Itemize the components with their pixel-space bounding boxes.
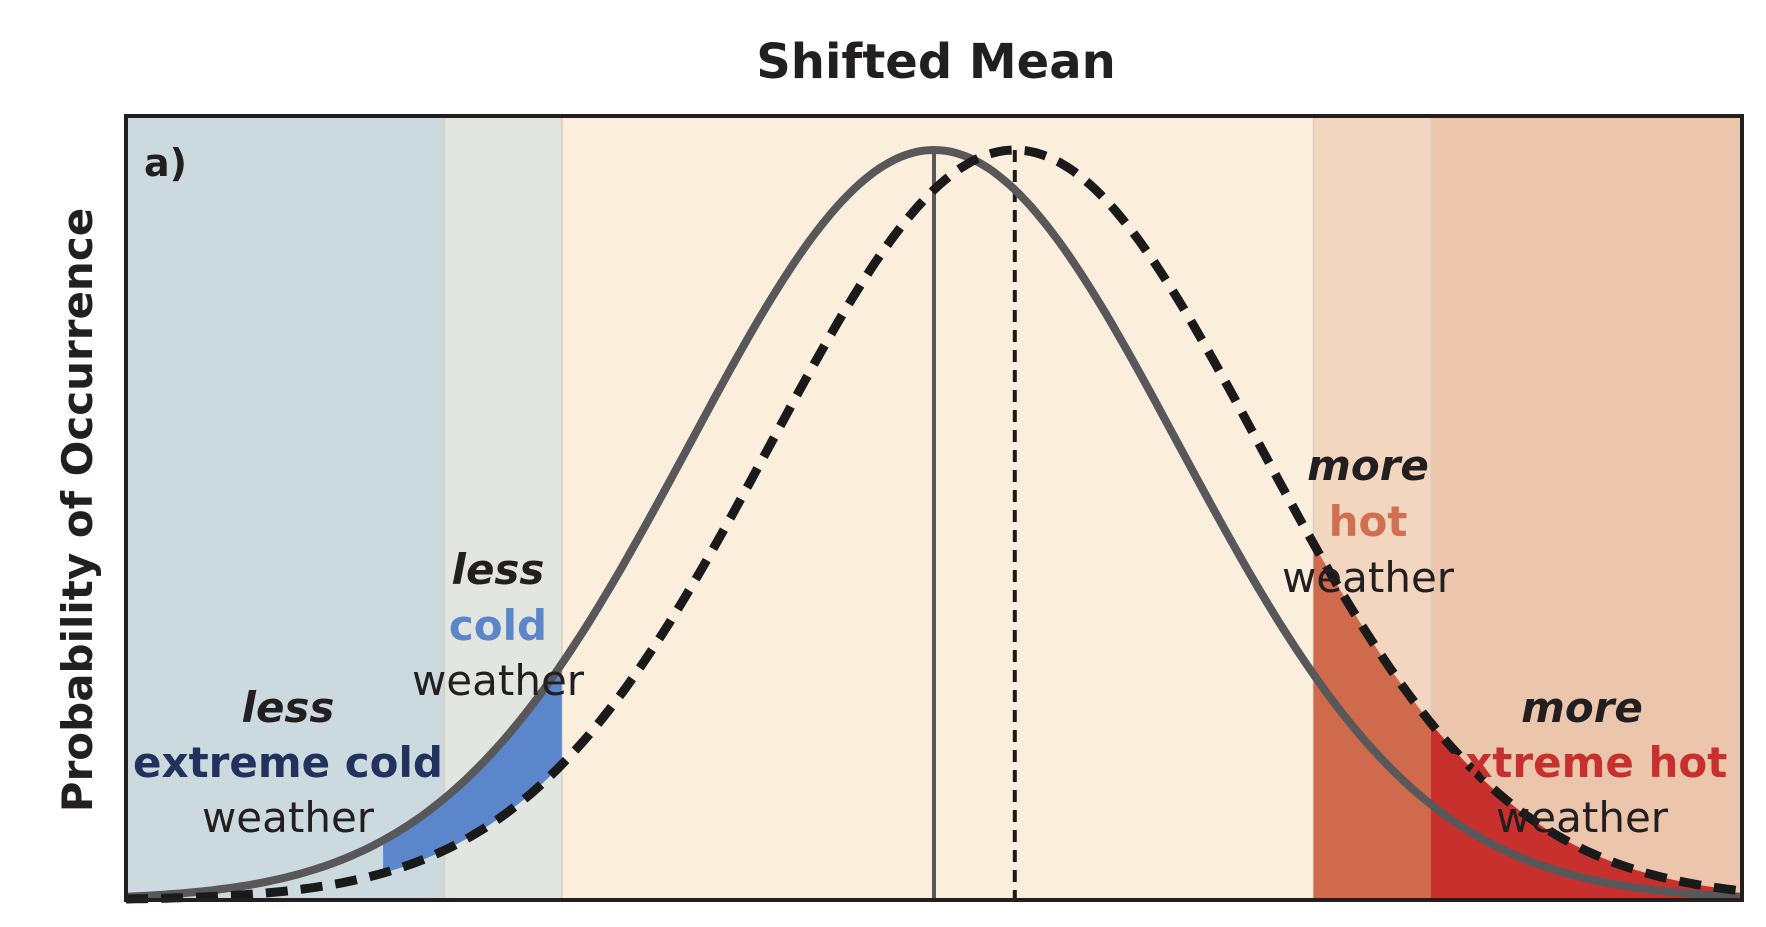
zone-extreme-cold xyxy=(126,116,445,900)
fill-hot-under-curve xyxy=(1313,674,1431,900)
label-extreme-cold-qualifier: less xyxy=(242,683,335,732)
label-less-extreme-cold: less extreme cold weather xyxy=(133,683,443,842)
panel-label: a) xyxy=(144,141,187,185)
label-more-hot: more hot weather xyxy=(1282,441,1455,602)
label-extreme-cold-noun: weather xyxy=(202,793,375,842)
label-cold-noun: weather xyxy=(412,656,585,705)
label-extreme-hot-category: extreme hot xyxy=(1437,738,1728,787)
mean-lines xyxy=(932,150,1017,900)
zone-neutral xyxy=(561,116,1314,900)
label-cold-qualifier: less xyxy=(452,545,545,594)
y-axis-label: Probability of Occurrence xyxy=(53,208,102,812)
label-cold-category: cold xyxy=(449,601,547,650)
plot-frame xyxy=(124,114,1744,902)
label-less-cold: less cold weather xyxy=(412,545,585,705)
label-hot-noun: weather xyxy=(1282,553,1455,602)
fill-extreme-hot-under-curve xyxy=(1431,804,1718,900)
temperature-zones xyxy=(126,116,1742,900)
label-hot-qualifier: more xyxy=(1307,441,1429,490)
curve-shifted xyxy=(125,145,1743,904)
label-extreme-hot-noun: weather xyxy=(1496,793,1669,842)
fill-extreme-hot-tail xyxy=(1431,723,1718,896)
fill-hot-tail xyxy=(1313,543,1431,805)
label-hot-category: hot xyxy=(1329,497,1408,546)
curve-original xyxy=(125,145,1743,901)
label-extreme-hot-qualifier: more xyxy=(1521,683,1643,732)
distribution-curves xyxy=(125,145,1743,904)
zone-extreme-hot xyxy=(1431,116,1742,900)
chart-title: Shifted Mean xyxy=(756,34,1116,90)
label-extreme-cold-category: extreme cold xyxy=(133,738,443,787)
label-more-extreme-hot: more extreme hot weather xyxy=(1437,683,1728,842)
fill-cold-tail xyxy=(383,663,562,874)
tail-fills xyxy=(383,543,1718,900)
